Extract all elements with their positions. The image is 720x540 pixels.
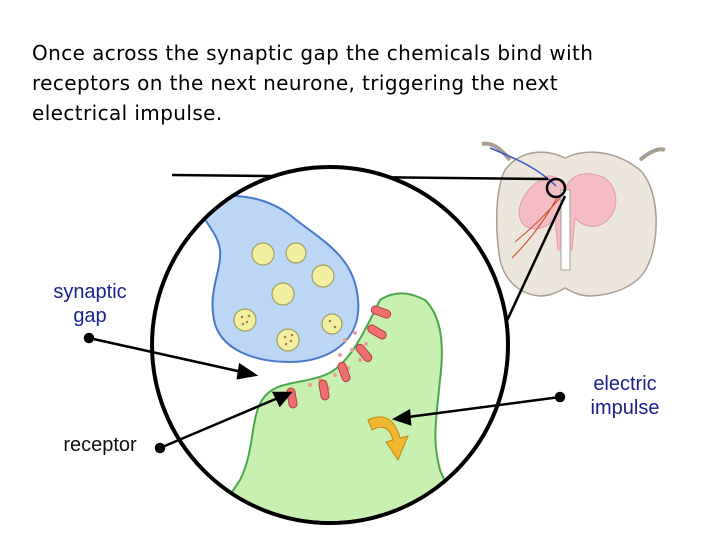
spinal-cord-cross-section <box>481 141 666 297</box>
arrowhead-receptor <box>271 391 293 408</box>
arrowhead-synaptic-gap <box>236 362 259 380</box>
label-electric-impulse: electric impulse <box>590 373 660 419</box>
receptor <box>337 361 351 383</box>
receptor <box>367 324 387 340</box>
label-synaptic-gap: synaptic gap <box>53 281 127 327</box>
vesicle <box>271 282 295 306</box>
receptor <box>318 379 330 401</box>
label-receptor: receptor <box>63 434 137 456</box>
vesicle <box>276 328 300 352</box>
vesicle <box>233 308 257 332</box>
vesicle <box>251 242 275 266</box>
zoom-marker-circle <box>545 177 567 199</box>
receptor <box>355 343 373 363</box>
caption-text: Once across the synaptic gap the chemica… <box>32 41 594 125</box>
receptor <box>370 305 392 319</box>
arrowhead-electric-impulse <box>391 408 412 426</box>
receptors <box>286 305 392 409</box>
impulse-arrow-icon <box>367 416 409 462</box>
vesicle <box>311 264 335 288</box>
postsynaptic-neurone <box>198 292 472 521</box>
vesicle <box>285 242 307 264</box>
vesicle <box>321 313 343 335</box>
